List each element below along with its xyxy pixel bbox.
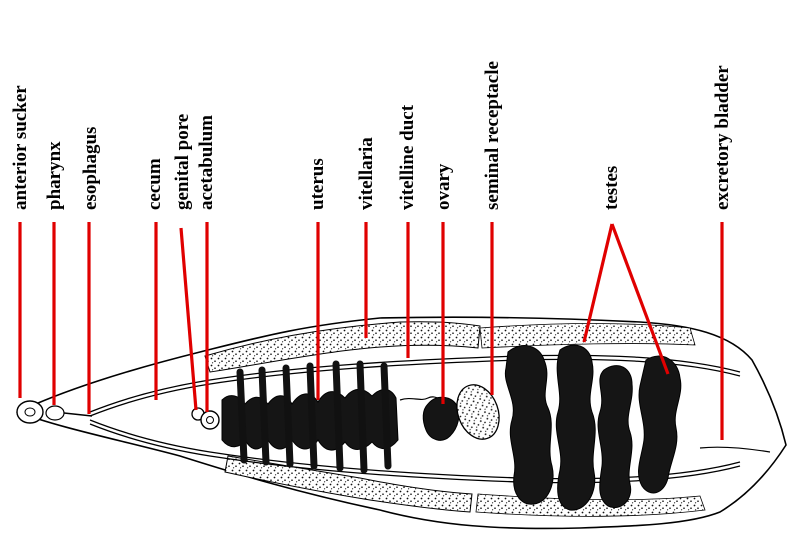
labels: anterior sucker pharynx esophagus cecum … bbox=[10, 61, 733, 210]
label-uterus: uterus bbox=[307, 158, 328, 210]
label-esophagus: esophagus bbox=[80, 127, 101, 210]
label-excretory-bladder: excretory bladder bbox=[712, 65, 733, 210]
label-ovary: ovary bbox=[433, 163, 454, 210]
label-testes: testes bbox=[601, 166, 622, 210]
label-seminal-receptacle: seminal receptacle bbox=[482, 61, 503, 210]
testes-structure bbox=[505, 345, 680, 510]
label-acetabulum: acetabulum bbox=[196, 115, 217, 210]
label-vitellaria: vitellaria bbox=[356, 137, 377, 210]
label-cecum: cecum bbox=[144, 158, 165, 210]
label-pharynx: pharynx bbox=[44, 141, 65, 210]
label-vitelline-duct: vitelline duct bbox=[397, 104, 418, 210]
label-anterior-sucker: anterior sucker bbox=[10, 85, 31, 210]
label-genital-pore: genital pore bbox=[172, 114, 193, 210]
